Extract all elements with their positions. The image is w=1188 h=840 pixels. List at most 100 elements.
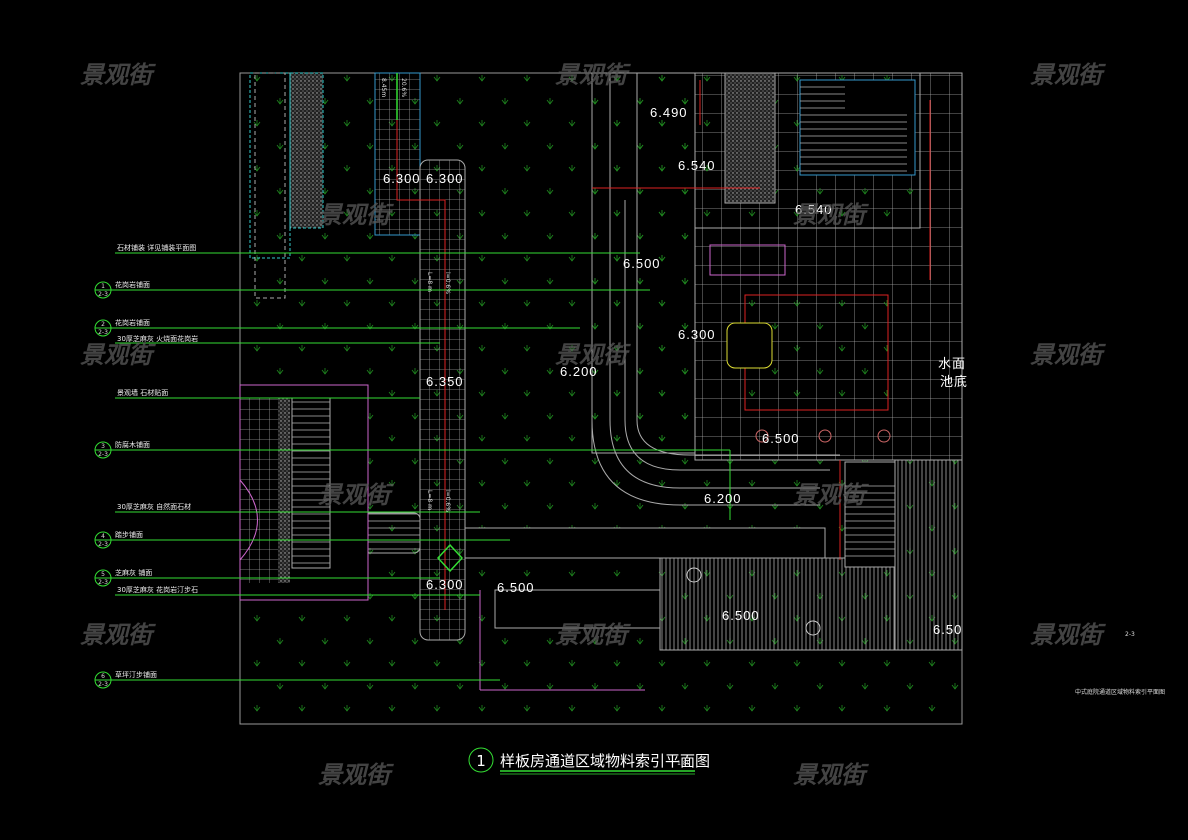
drawing-shape — [254, 72, 286, 299]
drawing-shape — [94, 569, 112, 587]
drawing-label: 3 — [101, 443, 105, 450]
watermark: 景观街 — [793, 761, 865, 789]
drawing-shape — [436, 543, 464, 573]
callout-text: 30厚芝麻灰 花岗岩汀步石 — [117, 585, 198, 594]
drawing-shape — [800, 85, 845, 110]
callout-text: 30厚芝麻灰 自然面石材 — [117, 502, 191, 511]
watermark: 景观街 — [793, 481, 865, 509]
drawing-label: 2-3 — [98, 681, 108, 688]
drawing-label: 6.500 — [623, 256, 661, 271]
callout-text: 踏步铺面 — [115, 530, 143, 539]
drawing-label: 6.300 — [426, 577, 464, 592]
title-number: 1 — [476, 752, 486, 770]
side-mark: 2-3 — [1125, 631, 1135, 638]
drawing-shape — [724, 72, 776, 204]
drawing-shape — [609, 73, 820, 489]
drawing-label: 2-3 — [98, 451, 108, 458]
drawing-label: 6.300 — [383, 171, 421, 186]
drawing-shape — [278, 398, 290, 583]
drawing-shape — [805, 620, 821, 636]
drawing-shape — [894, 459, 963, 651]
watermark: 景观街 — [555, 621, 627, 649]
drawing-shape — [818, 429, 832, 443]
drawing-label: 8.45m — [380, 78, 387, 97]
title-scale: 1:80 — [677, 760, 691, 767]
callout-circles — [94, 281, 112, 689]
drawing-label: i=0.6% — [444, 272, 451, 294]
watermark: 景观街 — [1030, 341, 1102, 369]
drawing-label: L=8 m — [426, 272, 433, 292]
drawing-shape — [94, 281, 112, 299]
watermark: 景观街 — [555, 341, 627, 369]
drawing-label: 2 — [101, 321, 105, 328]
drawing-shape — [624, 200, 830, 471]
drawing-label: 6.200 — [704, 491, 742, 506]
drawing-shape — [800, 112, 907, 175]
drawing-shape — [94, 319, 112, 337]
drawing-label: 1 — [101, 283, 105, 290]
drawing-shape — [845, 480, 895, 560]
drawing-shape — [726, 322, 773, 369]
callout-text: 花岗岩铺面 — [115, 318, 150, 327]
drawing-label: L=8 m — [426, 490, 433, 510]
drawing-label: 6.500 — [722, 608, 760, 623]
drawing-shape: 12-3 22-3 32-3 42-3 52-3 62-3 — [98, 283, 108, 688]
leader-lines — [95, 252, 731, 681]
drawing-label: 6.490 — [650, 105, 688, 120]
title-text: 样板房通道区域物料索引平面图 — [500, 752, 710, 770]
callout-text: 30厚芝麻灰 火烧面花岗岩 — [117, 334, 198, 343]
drawing-shape — [94, 531, 112, 549]
watermark: 景观街 — [318, 761, 390, 789]
watermark: 景观街 — [793, 201, 865, 229]
drawing-shape — [289, 72, 324, 229]
callout-text: 石材铺装 详见铺装平面图 — [117, 243, 196, 252]
drawing-shape — [591, 72, 696, 454]
drawing-label: 6 — [101, 673, 105, 680]
drawing-title: 1 样板房通道区域物料索引平面图 1:80 — [468, 747, 710, 775]
wood-deck — [659, 557, 896, 651]
drawing-shape — [636, 73, 840, 456]
elevation-labels: 6.490 6.540 6.540 6.300 6.300 6.500 6.30… — [383, 105, 962, 637]
drawing-label: 2-3 — [98, 291, 108, 298]
drawing-shape — [709, 244, 786, 276]
watermark: 景观街 — [80, 61, 152, 89]
watermark: 景观街 — [1030, 61, 1102, 89]
watermark: 景观街 — [80, 341, 152, 369]
drawing-label: 6.50 — [933, 622, 962, 637]
drawing-shape — [686, 567, 702, 583]
drawing-shape — [396, 73, 446, 610]
drawing-label: 20.6% — [400, 78, 407, 97]
drawing-label: 5 — [101, 571, 105, 578]
callout-text: 景观墙 石材贴面 — [117, 388, 168, 397]
drawing-label: 6.300 — [426, 171, 464, 186]
drawing-label: 2-3 — [98, 329, 108, 336]
callout-text: 芝麻灰 铺面 — [115, 568, 152, 577]
drawing-shape — [94, 671, 112, 689]
pool-label: 水面 — [938, 356, 966, 371]
drawing-label: 6.540 — [678, 158, 716, 173]
drawing-label: 4 — [101, 533, 105, 540]
callout-text: 草坪汀步铺面 — [115, 670, 157, 679]
watermark: 景观街 — [1030, 621, 1102, 649]
drawing-shape — [877, 429, 891, 443]
drawing-label: i=0.6% — [444, 490, 451, 512]
drawing-label: 6.200 — [560, 364, 598, 379]
drawing-shape — [591, 73, 820, 506]
drawing-label: 6.500 — [762, 431, 800, 446]
watermark: 景观街 — [318, 481, 390, 509]
vertical-path — [419, 159, 466, 641]
drawing-label: 2-3 — [98, 579, 108, 586]
callout-text: 花岗岩铺面 — [115, 280, 150, 289]
watermark: 景观街 — [318, 201, 390, 229]
watermark: 景观街 — [80, 621, 152, 649]
drawing-label: 2-3 — [98, 541, 108, 548]
main-path — [464, 527, 826, 559]
side-note: 中式庭院通道区域物料索引平面图 — [1075, 688, 1165, 696]
drawing-label: 6.300 — [678, 327, 716, 342]
drawing-shape — [494, 589, 661, 629]
callout-text: 防腐木铺面 — [115, 440, 150, 449]
drawing-shape — [94, 441, 112, 459]
drawing-shape — [239, 479, 258, 561]
drawing-shape — [755, 429, 769, 443]
